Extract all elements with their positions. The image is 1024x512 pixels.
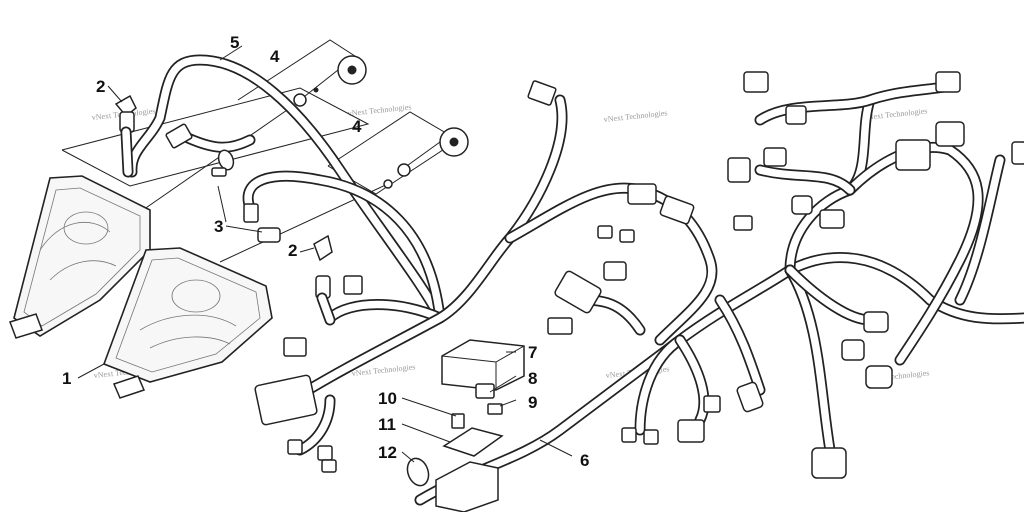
headlight-harness[interactable] — [126, 54, 446, 324]
connector-15[interactable] — [865, 365, 893, 389]
watermark-2: vNext Technologies — [347, 102, 412, 118]
connector-6[interactable] — [785, 105, 807, 125]
connector-mid-1[interactable] — [627, 183, 657, 205]
connector-26[interactable] — [287, 439, 303, 455]
connector-23[interactable] — [733, 215, 753, 231]
adjuster-knob-lower[interactable] — [383, 127, 469, 189]
callout-10[interactable]: 10 — [378, 389, 397, 408]
callout-7[interactable]: 7 — [528, 343, 537, 362]
main-wiring-harness[interactable] — [294, 80, 1024, 506]
headlight-left[interactable] — [9, 175, 151, 339]
connector-13[interactable] — [863, 311, 889, 333]
relay-bracket[interactable] — [487, 403, 503, 415]
connector-25[interactable] — [619, 229, 635, 243]
connector-14[interactable] — [841, 339, 865, 361]
callout-6[interactable]: 6 — [580, 451, 589, 470]
connector-diagnostic[interactable] — [254, 374, 318, 426]
callout-4-lower[interactable]: 4 — [352, 117, 362, 136]
connector-18[interactable] — [677, 419, 705, 443]
headlight-right[interactable] — [102, 247, 273, 399]
connectors — [165, 71, 1024, 479]
connector-round-1[interactable] — [554, 270, 603, 314]
connector-28[interactable] — [321, 459, 337, 473]
bulb-socket-lower[interactable] — [313, 234, 336, 326]
callout-2-lower[interactable]: 2 — [288, 241, 297, 260]
callout-4-upper[interactable]: 4 — [270, 47, 280, 66]
connector-10[interactable] — [935, 121, 965, 147]
connector-20[interactable] — [621, 427, 637, 443]
connector-2[interactable] — [603, 261, 627, 281]
callout-2-upper[interactable]: 2 — [96, 77, 105, 96]
callout-1[interactable]: 1 — [62, 369, 71, 388]
fuse-block[interactable] — [442, 427, 504, 457]
relay[interactable] — [441, 339, 525, 391]
connector-16[interactable] — [811, 447, 847, 479]
connector-3[interactable] — [547, 317, 573, 335]
connector-4pin[interactable] — [283, 337, 307, 357]
callout-12[interactable]: 12 — [378, 443, 397, 462]
callout-3[interactable]: 3 — [214, 217, 223, 236]
connector-8[interactable] — [727, 157, 751, 183]
connector-24[interactable] — [597, 225, 613, 239]
connector-5[interactable] — [935, 71, 961, 93]
watermark-3: vNext Technologies — [603, 108, 668, 124]
connector-top[interactable] — [527, 80, 557, 106]
connector-9[interactable] — [895, 139, 931, 171]
connector-12[interactable] — [819, 209, 845, 229]
adjuster-knob-upper[interactable] — [293, 55, 367, 107]
callout-8[interactable]: 8 — [528, 369, 537, 388]
callout-9[interactable]: 9 — [528, 393, 537, 412]
connector-11[interactable] — [791, 195, 813, 215]
connector-headlight[interactable] — [165, 123, 193, 149]
connector-7[interactable] — [763, 147, 787, 167]
callouts: 1 2 2 3 4 4 5 6 7 8 9 10 11 12 — [62, 33, 589, 470]
connector-22[interactable] — [1011, 141, 1024, 165]
connector-27[interactable] — [317, 445, 333, 461]
headlight-bulb-lower[interactable] — [243, 203, 281, 243]
fuse[interactable] — [451, 413, 465, 429]
leader-lines — [77, 45, 573, 463]
connector-mid-2[interactable] — [659, 195, 695, 225]
callout-11[interactable]: 11 — [378, 415, 396, 434]
connector-left-mid[interactable] — [343, 275, 363, 295]
fuse-box[interactable] — [435, 461, 499, 512]
callout-5[interactable]: 5 — [230, 33, 239, 52]
connector-19[interactable] — [703, 395, 721, 413]
connector-4[interactable] — [743, 71, 769, 93]
cable-tie[interactable] — [404, 455, 432, 488]
headlight-bulb-upper[interactable] — [211, 148, 236, 177]
relay-small[interactable] — [475, 383, 495, 399]
connector-17[interactable] — [736, 381, 764, 413]
bulb-socket-upper[interactable] — [114, 94, 137, 178]
connector-21[interactable] — [643, 429, 659, 445]
